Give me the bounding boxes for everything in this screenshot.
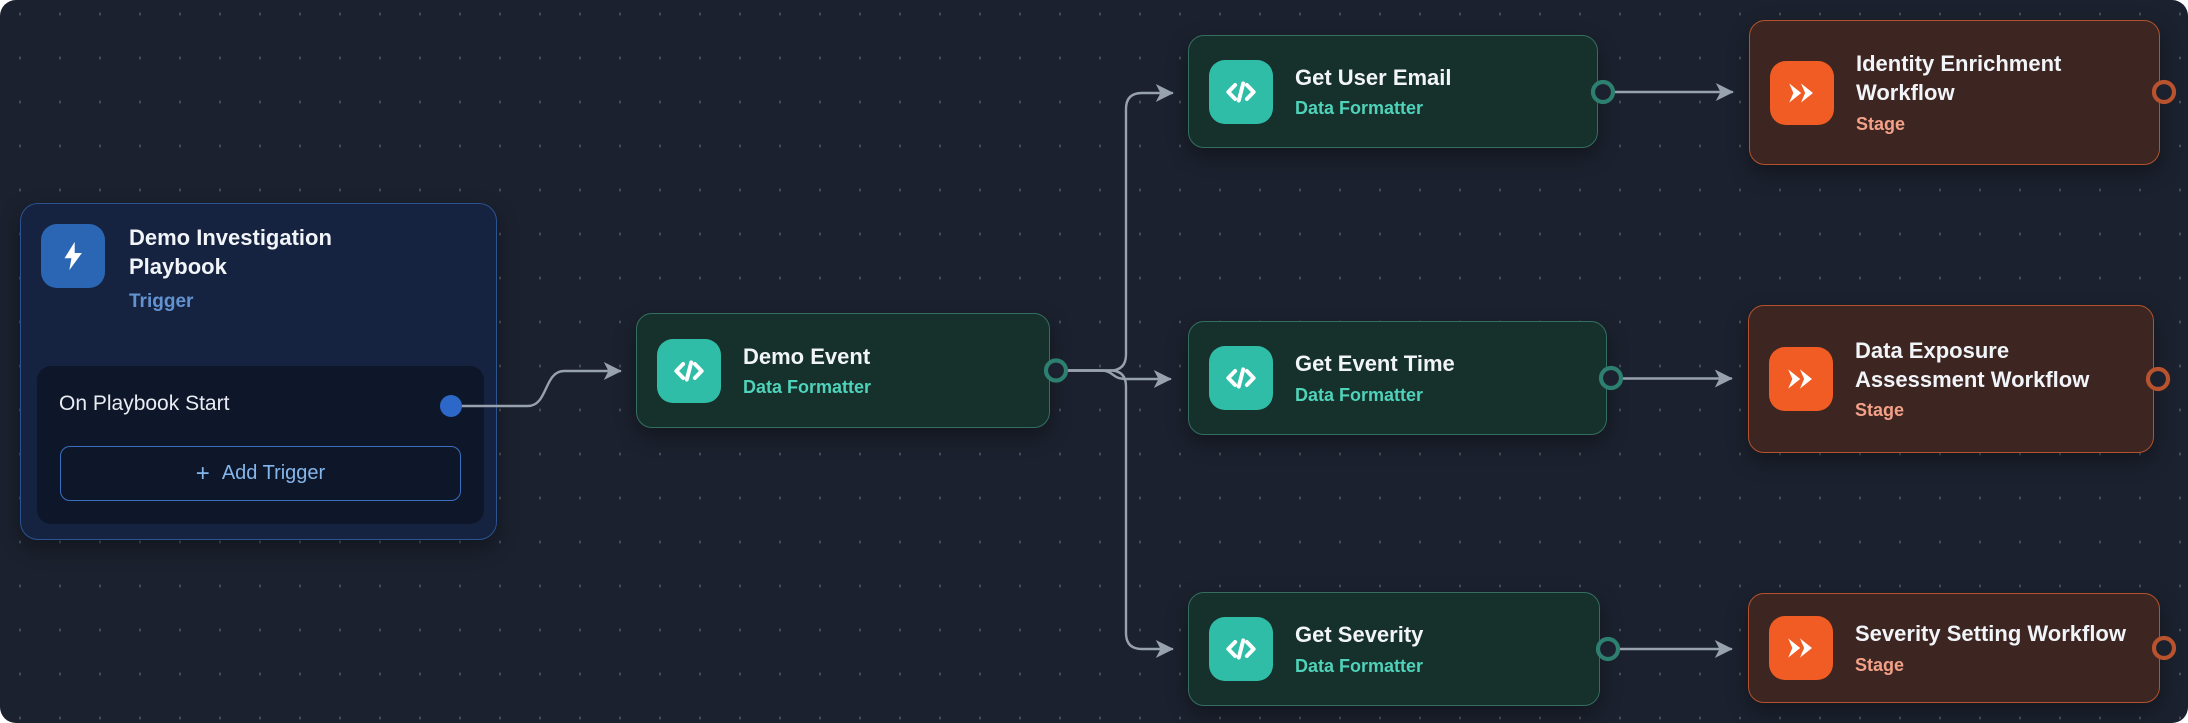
code-icon: [1209, 346, 1273, 410]
node-get-severity[interactable]: Get Severity Data Formatter: [1188, 592, 1600, 706]
trigger-list-panel: On Playbook Start + Add Trigger: [37, 366, 484, 524]
node-type-label: Stage: [1855, 400, 1905, 421]
fast-forward-icon: [1770, 60, 1834, 125]
fast-forward-icon: [1769, 616, 1833, 680]
plus-icon: +: [195, 459, 210, 487]
node-demo-event[interactable]: Demo Event Data Formatter: [636, 313, 1050, 428]
code-icon: [657, 338, 721, 403]
node-title: Severity Setting Workflow: [1855, 621, 2126, 647]
edge-demo-event-to-get-user-email: [1054, 84, 1174, 372]
node-identity-enrichment-workflow[interactable]: Identity Enrichment Workflow Stage: [1749, 20, 2160, 165]
add-trigger-button[interactable]: + Add Trigger: [60, 446, 461, 501]
add-trigger-label: Add Trigger: [221, 462, 326, 484]
node-title: Demo Investigation Playbook: [129, 225, 332, 279]
node-title: Data Exposure Assessment Workflow: [1855, 337, 2090, 392]
edge-demo-event-to-get-severity: [1054, 369, 1174, 658]
node-get-event-time[interactable]: Get Event Time Data Formatter: [1188, 321, 1607, 435]
code-icon: [1209, 617, 1273, 681]
lightning-icon: [41, 224, 105, 288]
node-data-exposure-assessment-workflow[interactable]: Data Exposure Assessment Workflow Stage: [1748, 305, 2154, 453]
node-type-label: Stage: [1855, 654, 1905, 675]
node-title: Get Event Time: [1295, 351, 1455, 377]
node-title: Demo Event: [743, 343, 871, 369]
node-type-label: Data Formatter: [1295, 655, 1424, 676]
node-get-user-email[interactable]: Get User Email Data Formatter: [1188, 35, 1598, 148]
node-type-label: Trigger: [129, 291, 194, 313]
edge-demo-event-to-get-event-time: [1054, 369, 1172, 388]
node-type-label: Data Formatter: [743, 377, 872, 398]
trigger-node-header: Demo Investigation Playbook Trigger: [21, 204, 496, 333]
trigger-item-on-playbook-start[interactable]: On Playbook Start: [59, 392, 230, 415]
node-title: Get Severity: [1295, 622, 1424, 648]
node-severity-setting-workflow[interactable]: Severity Setting Workflow Stage: [1748, 593, 2160, 703]
node-title: Identity Enrichment Workflow: [1856, 51, 2062, 105]
fast-forward-icon: [1769, 347, 1833, 411]
node-title: Get User Email: [1295, 64, 1452, 90]
node-type-label: Data Formatter: [1295, 98, 1424, 119]
node-type-label: Data Formatter: [1295, 384, 1424, 405]
node-demo-investigation-playbook[interactable]: Demo Investigation Playbook Trigger On P…: [20, 203, 497, 540]
output-handle-get-severity: [1595, 636, 1621, 662]
code-icon: [1209, 59, 1273, 124]
node-type-label: Stage: [1856, 113, 1906, 134]
